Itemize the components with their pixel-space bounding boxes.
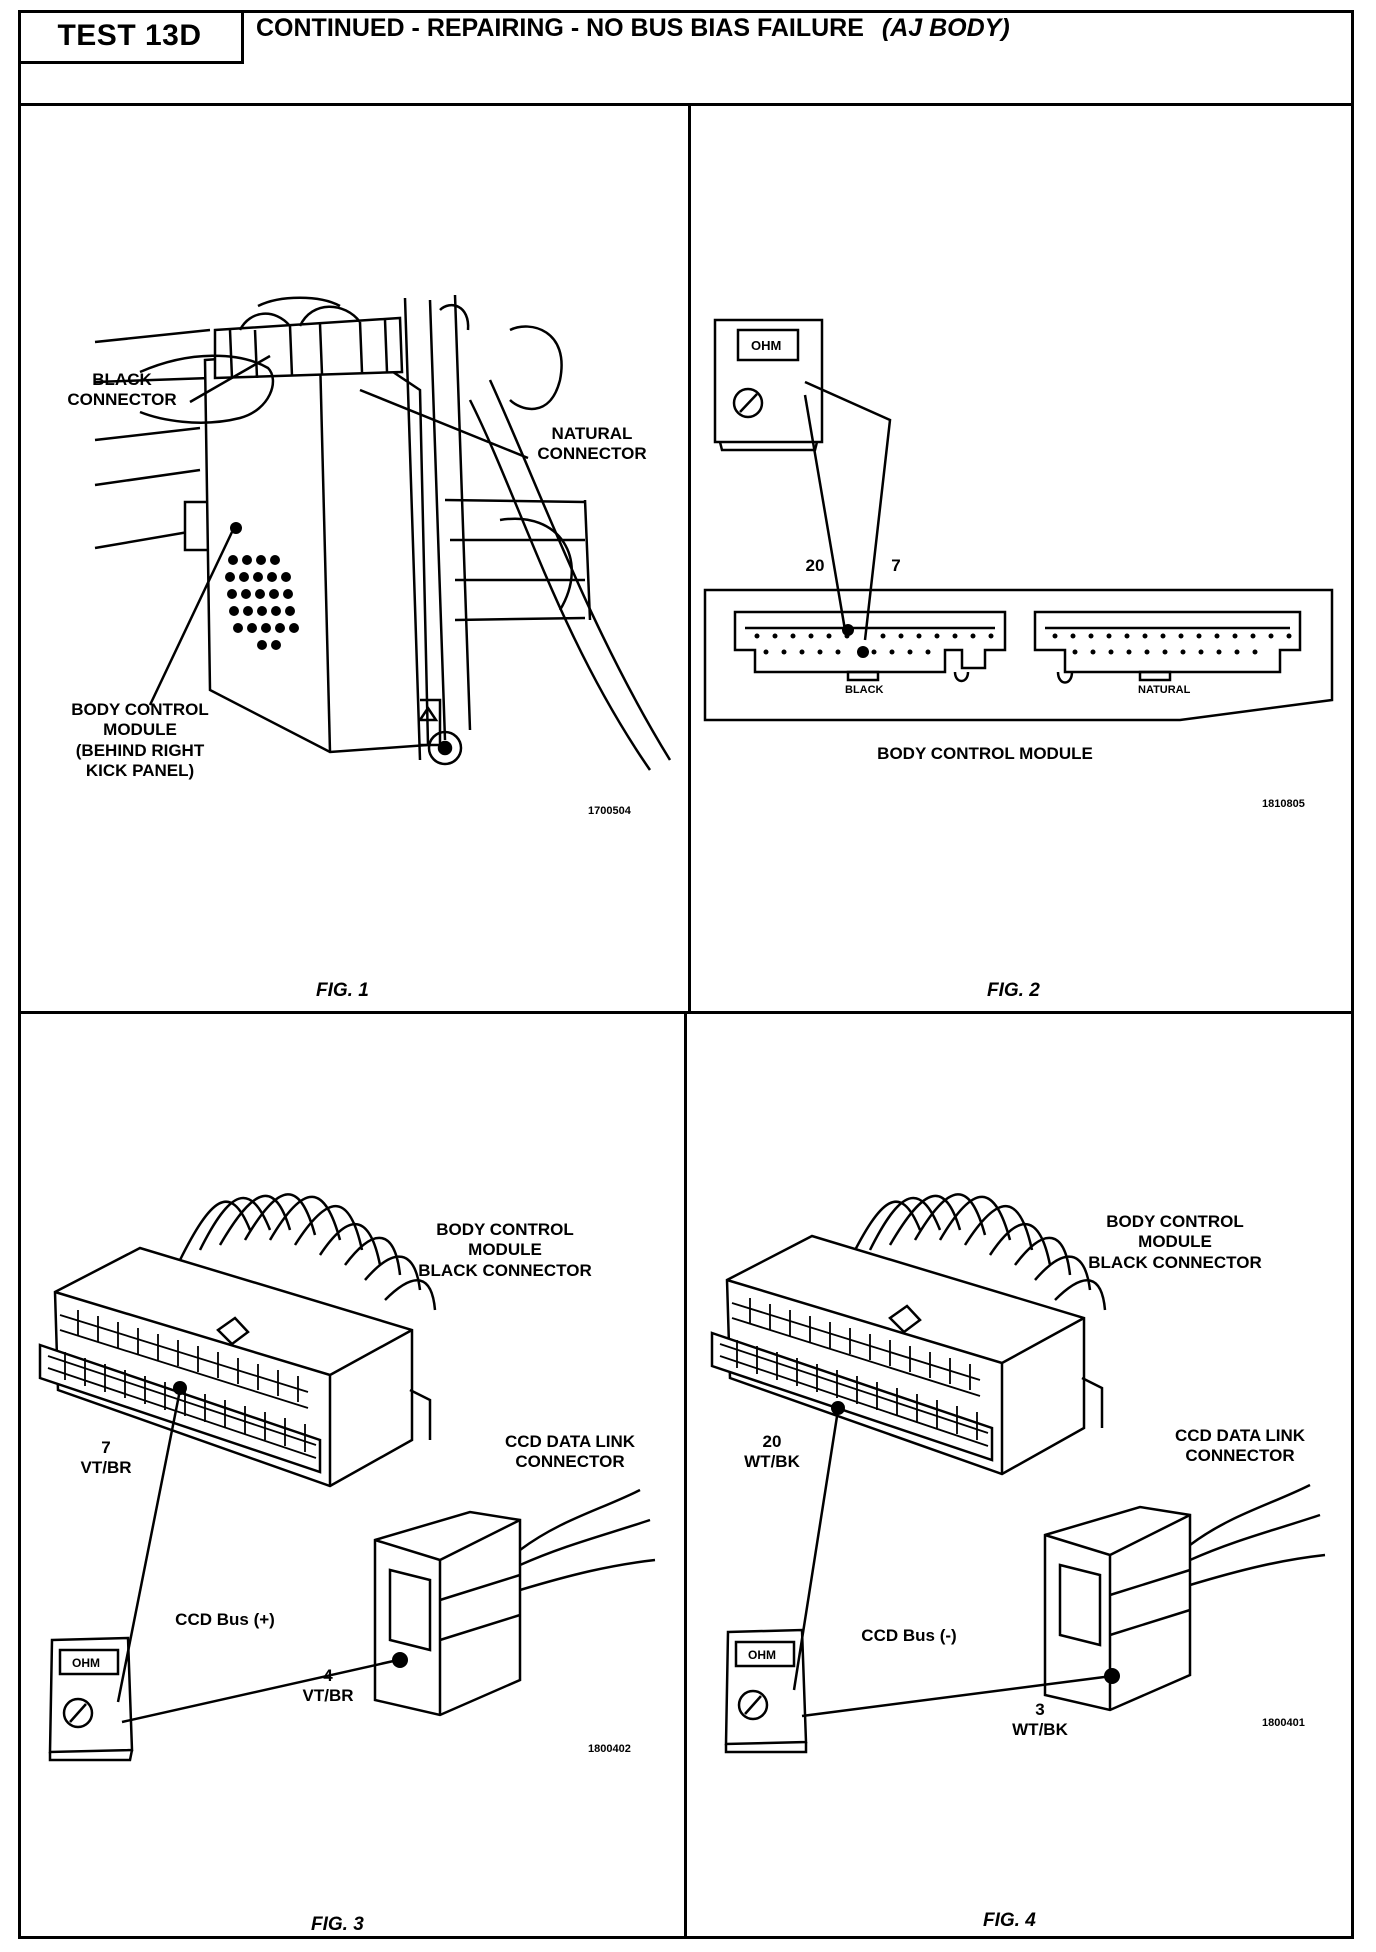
title-body-type: (AJ BODY) bbox=[881, 14, 1010, 42]
vertical-divider-bottom bbox=[684, 1011, 687, 1939]
header-divider bbox=[18, 103, 1354, 106]
fig3-bcm-title: BODY CONTROL MODULE BLACK CONNECTOR bbox=[418, 1220, 592, 1280]
fig2-ref-number: 1810805 bbox=[1262, 798, 1305, 810]
fig3-meter-label: OHM bbox=[72, 1656, 100, 1670]
fig4-caption: FIG. 4 bbox=[983, 1910, 1036, 1931]
fig2-caption: FIG. 2 bbox=[987, 980, 1040, 1001]
fig4-ref-number: 1800401 bbox=[1262, 1717, 1305, 1729]
fig2-natural-label: NATURAL bbox=[1138, 684, 1191, 696]
fig2-pin-7: 7 bbox=[891, 556, 901, 575]
fig4-bcm-title: BODY CONTROL MODULE BLACK CONNECTOR bbox=[1088, 1212, 1262, 1272]
fig3-caption: FIG. 3 bbox=[311, 1914, 364, 1935]
fig2-module-title: BODY CONTROL MODULE bbox=[877, 744, 1093, 763]
fig4-ccd-title: CCD DATA LINK CONNECTOR bbox=[1175, 1426, 1305, 1466]
fig4-meter-label: OHM bbox=[748, 1648, 776, 1662]
fig1-bcm-label: BODY CONTROL MODULE (BEHIND RIGHT KICK P… bbox=[71, 700, 209, 781]
vertical-divider-top bbox=[688, 103, 691, 1013]
fig1-caption: FIG. 1 bbox=[316, 980, 369, 1001]
test-id: TEST 13D bbox=[57, 18, 202, 52]
fig4-pin-top: 20 WT/BK bbox=[744, 1432, 800, 1472]
fig3-pin-bottom: 4 VT/BR bbox=[302, 1666, 354, 1706]
fig2-pin-20: 20 bbox=[805, 556, 825, 575]
test-id-box: TEST 13D bbox=[18, 10, 244, 64]
fig3-bus-label: CCD Bus (+) bbox=[175, 1610, 275, 1629]
fig2-black-label: BLACK bbox=[845, 684, 884, 696]
fig3-pin-top: 7 VT/BR bbox=[80, 1438, 132, 1478]
fig2-meter-label: OHM bbox=[751, 338, 782, 353]
page-title: CONTINUED - REPAIRING - NO BUS BIAS FAIL… bbox=[256, 14, 1010, 43]
fig4-pin-bottom: 3 WT/BK bbox=[1012, 1700, 1068, 1740]
fig1-natural-connector-label: NATURAL CONNECTOR bbox=[537, 424, 647, 464]
fig1-black-connector-label: BLACK CONNECTOR bbox=[67, 370, 177, 410]
fig3-ccd-title: CCD DATA LINK CONNECTOR bbox=[505, 1432, 635, 1472]
title-text: CONTINUED - REPAIRING - NO BUS BIAS FAIL… bbox=[256, 14, 864, 42]
fig4-bus-label: CCD Bus (-) bbox=[861, 1626, 957, 1645]
fig3-ref-number: 1800402 bbox=[588, 1743, 631, 1755]
fig1-ref-number: 1700504 bbox=[588, 805, 631, 817]
